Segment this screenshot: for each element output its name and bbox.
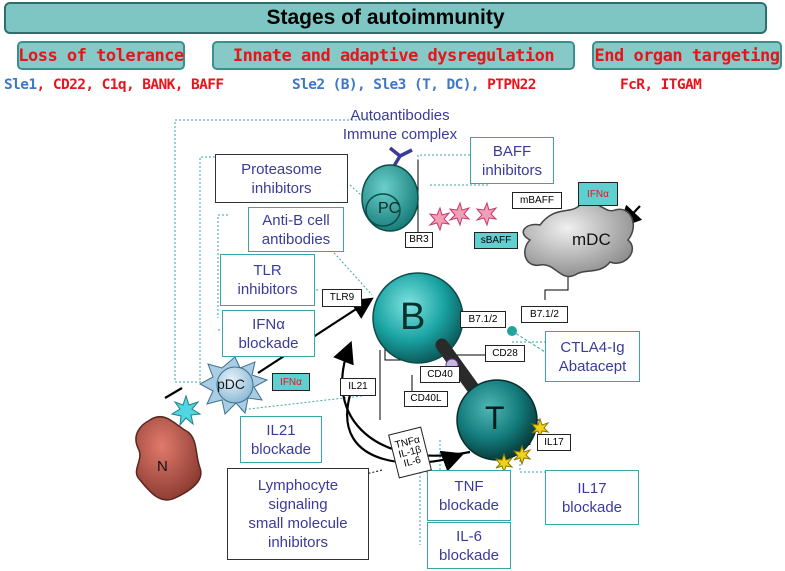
gene-ptpn22: PTPN22 [487,77,536,93]
sbaff-label: sBAFF [474,232,518,249]
b-label: B [400,296,426,338]
ifna-mdc-label: IFNα [578,182,618,206]
stage-dysregulation: Innate and adaptive dysregulation [212,41,575,70]
ifna-pdc-label: IFNα [272,373,310,391]
cd28-label: CD28 [485,345,525,362]
stage-loss-of-tolerance: Loss of tolerance [17,41,185,70]
pc-label: PC [378,200,401,217]
sbaff-stars [428,201,498,232]
n-label: N [157,458,168,475]
pdc-label: pDC [217,376,246,392]
mbaff-label: mBAFF [512,192,562,209]
gene-sep: , [36,77,46,93]
b7-mdc-label: B7.1/2 [521,306,568,323]
title-banner: Stages of autoimmunity [4,2,767,34]
il17-label: IL17 [537,434,571,451]
pdc-cell-icon [198,356,269,416]
gene-sle2-sle3: Sle2 (B), Sle3 (T, DC), [292,77,480,93]
gene-list-1: CD22, C1q, BANK, BAFF [52,77,224,93]
gene-list-end: FcR, ITGAM [620,77,702,93]
b7-b-label: B7.1/2 [460,311,506,328]
autoantibodies-text: Autoantibodies Immune complex [342,107,458,143]
cd40l-label: CD40L [404,391,448,407]
t-label: T [485,400,505,436]
il21-label: IL21 [340,378,376,396]
cd40-label: CD40 [420,366,460,383]
mdc-label: mDC [572,230,611,249]
synapse-icon [435,338,485,402]
tlr9-label: TLR9 [322,289,362,307]
stage-end-organ: End organ targeting [592,41,782,70]
t-cell-stars [494,417,550,474]
pc-cell-icon [361,164,419,232]
genes-row-2: Sle2 (B), Sle3 (T, DC), PTPN22 [292,77,537,93]
burst-icon [170,394,202,427]
page-title: Stages of autoimmunity [266,6,505,29]
genes-row: Sle1, CD22, C1q, BANK, BAFF [4,77,224,93]
n-cell-icon [135,415,202,501]
br3-label: BR3 [405,232,433,248]
gene-sle1: Sle1 [4,77,37,93]
antibody-icon [388,146,413,167]
